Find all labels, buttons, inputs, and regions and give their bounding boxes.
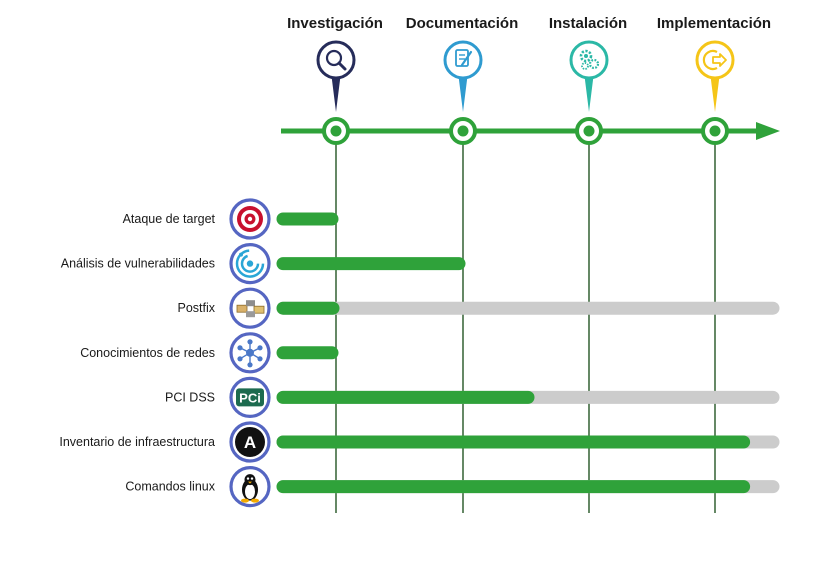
phase-marker: Instalación	[549, 15, 627, 145]
pin-head	[316, 40, 356, 80]
skill-row: Ataque de target	[123, 198, 339, 240]
skill-label: Análisis de vulnerabilidades	[61, 257, 215, 271]
timeline-node-dot	[330, 125, 342, 137]
skill-label: Postfix	[177, 301, 215, 315]
skill-row: Conocimientos de redes	[80, 332, 339, 374]
phase-marker: Implementación	[657, 15, 771, 145]
skill-label: PCI DSS	[165, 390, 215, 404]
timeline-arrowhead	[756, 122, 780, 140]
phase-title: Investigación	[287, 15, 383, 32]
pin-head	[695, 40, 735, 80]
deploy-arrow-icon	[702, 49, 727, 71]
target-icon	[229, 198, 271, 240]
phase-title: Implementación	[657, 15, 771, 32]
skill-row: Análisis de vulnerabilidades	[61, 243, 466, 285]
timeline-node-dot	[709, 125, 721, 137]
phase-gridlines	[335, 131, 716, 513]
timeline-node-dot	[457, 125, 469, 137]
phase-markers: Investigación Documentación Instalación Imp…	[287, 15, 771, 145]
skill-label: Ataque de target	[123, 212, 216, 226]
phase-title: Documentación	[406, 15, 519, 32]
phase-title: Instalación	[549, 15, 627, 32]
phase-marker: Documentación	[406, 15, 519, 145]
pin-head	[443, 40, 483, 80]
radar-scan-icon	[229, 243, 271, 285]
network-nodes-icon	[229, 332, 271, 374]
phase-marker: Investigación	[287, 15, 383, 145]
pin-tail	[331, 72, 341, 112]
pci-logo-text: PCi	[239, 390, 261, 405]
pin-tail	[710, 72, 720, 112]
skill-label: Comandos linux	[125, 480, 215, 494]
pin-tail	[584, 72, 594, 112]
gears-icon	[579, 49, 600, 70]
skill-row: Inventario de infraestructura A	[59, 421, 780, 463]
magnifier-icon	[325, 49, 347, 71]
timeline	[281, 122, 780, 140]
linux-tux-icon	[229, 466, 271, 508]
skill-row: Comandos linux	[125, 466, 780, 508]
ansible-logo-text: A	[244, 433, 256, 452]
document-edit-icon	[455, 49, 473, 67]
timeline-node-dot	[583, 125, 595, 137]
pin-tail	[458, 72, 468, 112]
pci-logo-icon: PCi	[229, 376, 271, 418]
mail-server-icon	[229, 287, 271, 329]
skill-label: Inventario de infraestructura	[59, 435, 215, 449]
ansible-icon: A	[229, 421, 271, 463]
skill-label: Conocimientos de redes	[80, 346, 215, 360]
skill-row: PCI DSS PCi	[165, 376, 780, 418]
skill-row: Postfix	[177, 287, 780, 329]
